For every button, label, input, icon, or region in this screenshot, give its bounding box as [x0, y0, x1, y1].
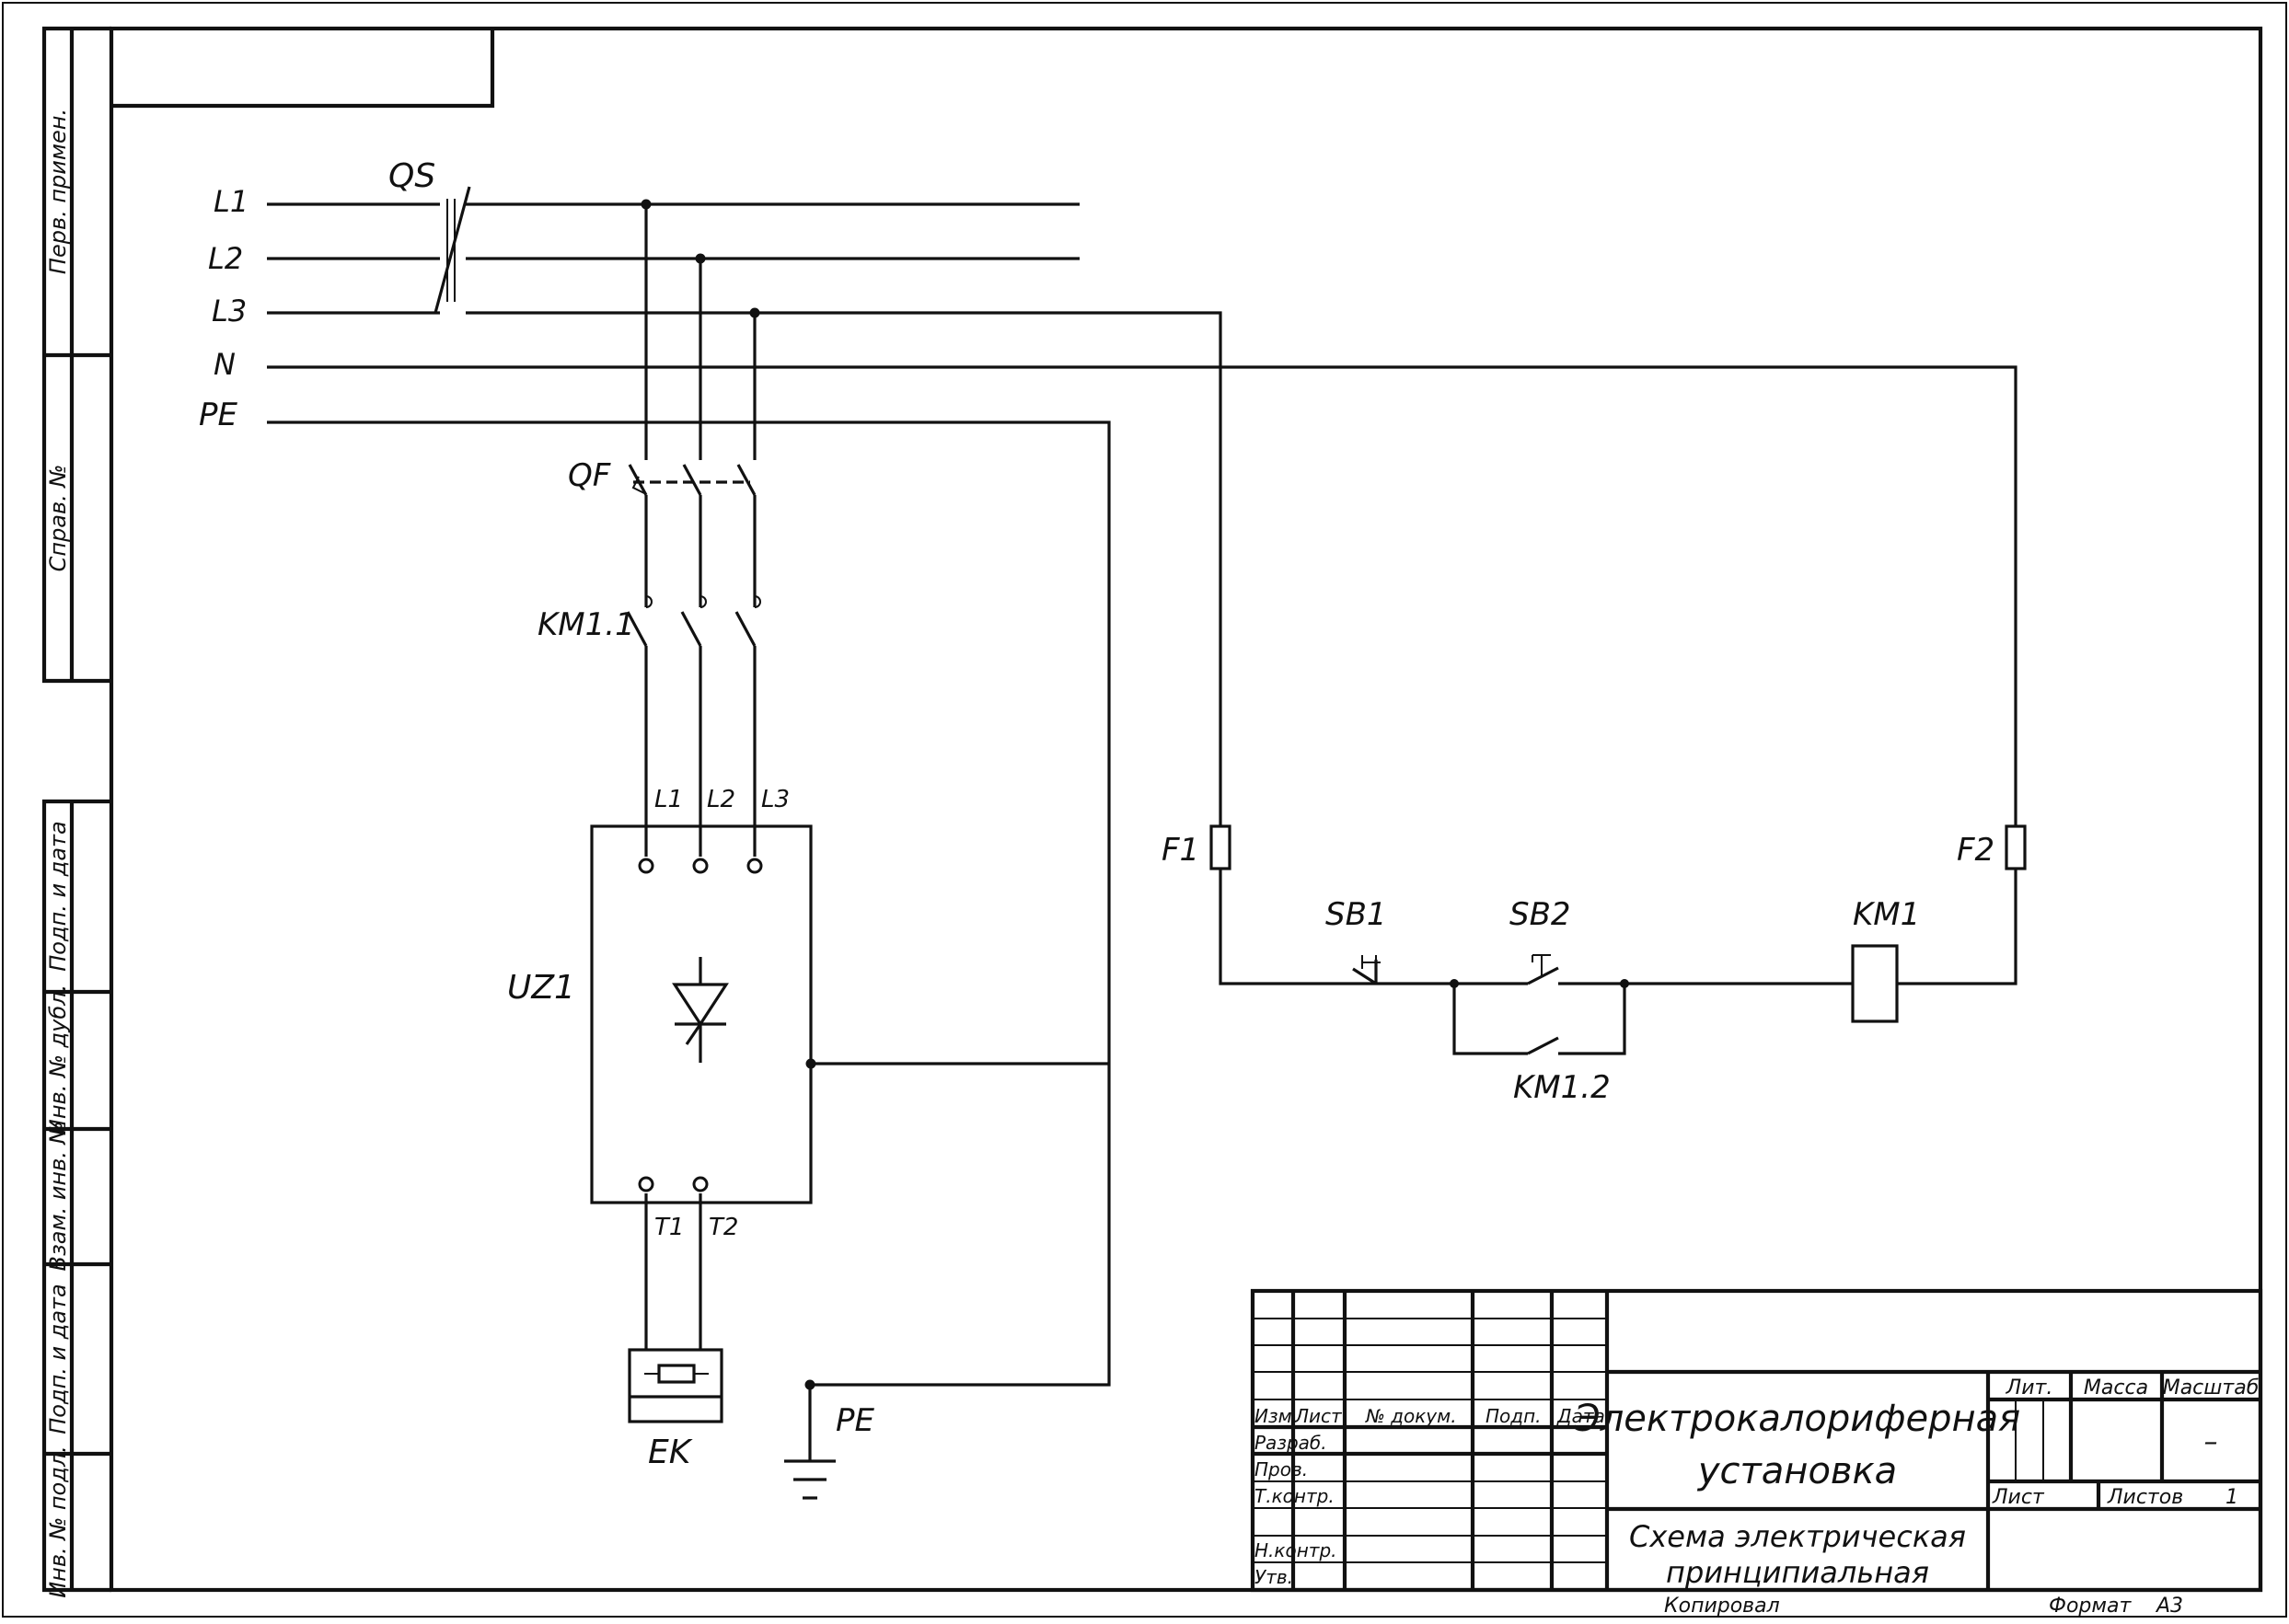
row-utv: Утв. — [1254, 1566, 1293, 1588]
terminal-out-t2: T2 — [709, 1214, 738, 1241]
stamp-podp-data-1: Подп. и дата — [45, 821, 71, 972]
massa-label: Масса — [2084, 1376, 2148, 1399]
product-name-line1: Электрокалориферная — [1574, 1398, 2020, 1440]
list-label: Лист — [1992, 1486, 2045, 1509]
uz1-label: UZ1 — [507, 969, 575, 1007]
stamp-perv-primen: Перв. примен. — [45, 109, 71, 274]
f1-label: F1 — [1162, 832, 1199, 869]
ek-heater-body — [628, 1348, 723, 1423]
stamp-inv-podl: Инв. № подл. — [45, 1445, 71, 1598]
bus-label-pe: PE — [199, 397, 238, 433]
km1-coil — [1851, 944, 1899, 1023]
col-ndokum: № докум. — [1365, 1405, 1457, 1427]
format-value: А3 — [2155, 1595, 2183, 1618]
power-circuit — [590, 199, 1109, 1500]
bus-label-n: N — [214, 347, 236, 382]
sb2-label: SB2 — [1509, 896, 1571, 933]
terminal-in-l1: L1 — [654, 786, 683, 813]
stamp-podp-data-2: Подп. и дата — [45, 1284, 71, 1434]
row-razrab: Разраб. — [1254, 1432, 1327, 1454]
format-label: Формат — [2049, 1595, 2132, 1618]
row-prov: Пров. — [1254, 1458, 1308, 1480]
km11-label: KM1.1 — [538, 606, 635, 643]
bus-label-l1: L1 — [214, 184, 249, 219]
masshtab-value: – — [2204, 1426, 2218, 1458]
lit-label: Лит. — [2006, 1376, 2053, 1399]
bus-label-l2: L2 — [208, 241, 243, 276]
terminal-out-t1: T1 — [654, 1214, 684, 1241]
doc-type-line2: принципиальная — [1666, 1555, 1929, 1590]
terminal-in-l3: L3 — [761, 786, 790, 813]
side-stamp — [41, 26, 111, 1593]
control-circuit — [1209, 824, 2027, 1055]
qs-label: QS — [388, 157, 435, 195]
listov-label: Листов — [2107, 1486, 2183, 1509]
stamp-inv-dubl: Инв. № дубл. — [45, 985, 71, 1135]
f1-fuse — [1209, 824, 1231, 870]
kopiroval-label: Копировал — [1664, 1595, 1780, 1618]
ek-label: EK — [648, 1434, 693, 1471]
col-data: Дата — [1556, 1405, 1605, 1427]
row-nkontr: Н.контр. — [1254, 1539, 1337, 1561]
masshtab-label: Масштаб — [2163, 1376, 2260, 1399]
col-podp: Подп. — [1486, 1405, 1542, 1427]
listov-value: 1 — [2225, 1486, 2238, 1509]
qs-switch-symbol — [434, 186, 471, 314]
f2-fuse — [2005, 824, 2027, 870]
top-left-stamp-box — [111, 29, 495, 109]
qf-label: QF — [568, 457, 611, 494]
product-name-line2: установка — [1697, 1450, 1897, 1492]
pe-ground-label: PE — [836, 1402, 875, 1439]
col-izm: Изм. — [1254, 1405, 1298, 1427]
drawing-frame — [109, 26, 2263, 1593]
row-tkontr: Т.контр. — [1254, 1485, 1335, 1507]
sb1-label: SB1 — [1325, 896, 1387, 933]
col-list: Лист — [1294, 1405, 1343, 1427]
f2-label: F2 — [1957, 832, 1994, 869]
km1-label: KM1 — [1853, 896, 1920, 933]
stamp-sprav-no: Справ. № — [45, 465, 71, 572]
uz1-box — [590, 824, 813, 1204]
km12-label: KM1.2 — [1513, 1069, 1611, 1106]
doc-type-line1: Схема электрическая — [1629, 1519, 1966, 1554]
terminal-in-l2: L2 — [707, 786, 735, 813]
title-block — [1250, 1288, 2263, 1593]
stamp-vzam-inv: Взам. инв. № — [45, 1122, 71, 1272]
supply-lines — [267, 202, 2017, 1387]
bus-label-l3: L3 — [212, 294, 247, 328]
